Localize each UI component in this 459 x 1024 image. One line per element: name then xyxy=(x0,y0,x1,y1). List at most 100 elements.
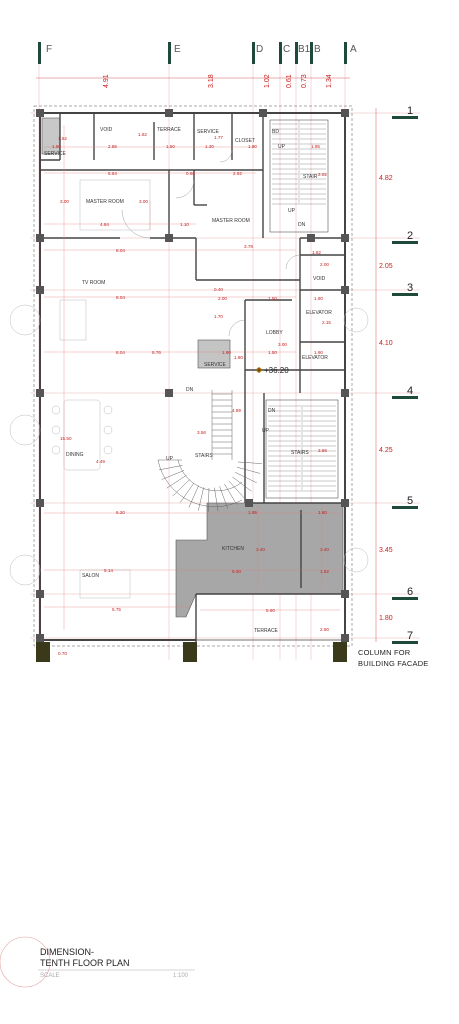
marker-dn-2: DN xyxy=(186,387,194,393)
room-label-service-top: SERVICE xyxy=(197,129,220,135)
dim-37: 4.49 xyxy=(96,459,105,464)
axis-label-F: F xyxy=(46,44,52,55)
top-spacing-3: 1.02 xyxy=(264,74,271,88)
dim-13: 2.92 xyxy=(233,171,242,176)
room-label-service-mid: SERVICE xyxy=(204,362,227,368)
title-line-1: DIMENSION- xyxy=(40,947,94,957)
spiral-tread xyxy=(207,487,210,512)
dim-47: 5.00 xyxy=(232,569,241,574)
dim-39: 4.89 xyxy=(232,408,241,413)
spiral-tread xyxy=(198,487,204,511)
door-swings xyxy=(121,149,301,337)
scale-label: SCALE xyxy=(40,973,60,979)
top-axis-labels: F E D C B1 B A xyxy=(46,44,357,55)
marker-bd: BD xyxy=(272,129,279,135)
spiral-tread xyxy=(237,461,262,464)
title-block: DIMENSION- TENTH FLOOR PLAN SCALE 1:100 xyxy=(0,936,195,988)
dim-40: 3.56 xyxy=(318,448,327,453)
spiral-tread xyxy=(179,482,195,503)
room-label-kitchen: KITCHEN xyxy=(222,546,244,552)
columns xyxy=(36,109,349,642)
marker-up-4: UP xyxy=(278,144,286,150)
room-label-service-tl: SERVICE xyxy=(44,151,67,157)
dim-21: 2.00 xyxy=(320,262,329,267)
spiral-stair xyxy=(157,390,262,512)
axis-label-C: C xyxy=(283,44,290,55)
room-label-dining: DINING xyxy=(66,452,84,458)
dim-1: 1.62 xyxy=(58,136,67,141)
dim-49: 5.75 xyxy=(112,607,121,612)
dim-8: 1.90 xyxy=(248,144,257,149)
dim-28: 2.15 xyxy=(322,320,331,325)
dim-38: 3.56 xyxy=(197,430,206,435)
axis-label-7: 7 xyxy=(407,630,413,642)
dim-44: 3.40 xyxy=(256,547,265,552)
facade-note: COLUMN FOR BUILDING FACADE xyxy=(358,648,428,668)
dim-16: 4.84 xyxy=(100,222,109,227)
room-label-salon: SALON xyxy=(82,573,99,579)
dim-34: 1.90 xyxy=(314,350,323,355)
room-label-terrace-top: TERRACE xyxy=(157,127,182,133)
dim-45: 3.40 xyxy=(320,547,329,552)
top-spacing-5: 0.73 xyxy=(301,74,308,88)
spiral-tread xyxy=(161,470,185,480)
dim-30: 8.04 xyxy=(116,350,125,355)
level-marker: +36.20 xyxy=(256,366,289,375)
axis-label-1: 1 xyxy=(407,105,413,117)
top-spacing-6: 1.34 xyxy=(326,74,333,88)
room-label-closet: CLOSET xyxy=(235,138,255,144)
spiral-tread xyxy=(236,467,261,474)
dim-23: 0.40 xyxy=(214,287,223,292)
room-label-void-right: VOID xyxy=(313,276,326,282)
room-label-stair-top: STAIR xyxy=(303,174,318,180)
room-labels: SERVICE VOID TERRACE SERVICE CLOSET MAST… xyxy=(44,127,332,634)
room-label-terrace-bottom: TERRACE xyxy=(254,628,279,634)
marker-up-2: UP xyxy=(166,456,174,462)
axis-label-D: D xyxy=(256,44,263,55)
shaded-areas xyxy=(41,117,344,618)
dim-27: 1.70 xyxy=(214,314,223,319)
marker-up-1: UP xyxy=(288,208,296,214)
stair-markers: UP DN DN UP DN UP UP BD xyxy=(166,129,306,462)
room-label-master-room-2: MASTER ROOM xyxy=(212,218,250,224)
dim-14: 3.00 xyxy=(60,199,69,204)
axis-label-3: 3 xyxy=(407,282,413,294)
scale-value: 1:100 xyxy=(173,973,189,979)
dim-26: 1.80 xyxy=(314,296,323,301)
spiral-tread xyxy=(188,485,199,508)
dim-32: 1.90 xyxy=(222,350,231,355)
axis-label-4: 4 xyxy=(407,385,413,397)
room-label-tv-room: TV ROOM xyxy=(82,280,105,286)
axis-label-B: B xyxy=(314,44,321,55)
dim-52: 0.70 xyxy=(58,651,67,656)
dim-42: 1.95 xyxy=(248,510,257,515)
dim-11: 5.64 xyxy=(108,171,117,176)
dim-25: 1.50 xyxy=(268,296,277,301)
right-dimension-chain: 4.82 2.05 4.10 4.25 3.45 1.80 xyxy=(375,108,393,642)
axis-label-6: 6 xyxy=(407,586,413,598)
stair-top-treads xyxy=(269,119,329,233)
dim-48: 1.52 xyxy=(320,569,329,574)
axis-label-5: 5 xyxy=(407,495,413,507)
dim-19: 8.04 xyxy=(116,248,125,253)
dim-12: 0.60 xyxy=(186,171,195,176)
room-label-lobby: LOBBY xyxy=(266,330,283,336)
dim-31: 8.76 xyxy=(152,350,161,355)
marker-dn-1: DN xyxy=(298,222,306,228)
axis-label-E: E xyxy=(174,44,181,55)
right-spacing-6: 1.80 xyxy=(379,615,393,622)
title-line-2: TENTH FLOOR PLAN xyxy=(40,958,130,968)
room-label-elevator-2: ELEVATOR xyxy=(302,355,328,361)
right-spacing-3: 4.10 xyxy=(379,340,393,347)
dim-35: 1.80 xyxy=(234,355,243,360)
spiral-tread xyxy=(232,476,252,492)
dim-22: 8.04 xyxy=(116,295,125,300)
right-spacing-5: 3.45 xyxy=(379,547,393,554)
spiral-tread xyxy=(224,483,237,505)
dim-20: 1.62 xyxy=(312,250,321,255)
spiral-tread xyxy=(228,480,245,499)
dim-3: 2.86 xyxy=(108,144,117,149)
right-axis-markers xyxy=(392,116,418,644)
facade-note-line-1: COLUMN FOR xyxy=(358,648,411,657)
